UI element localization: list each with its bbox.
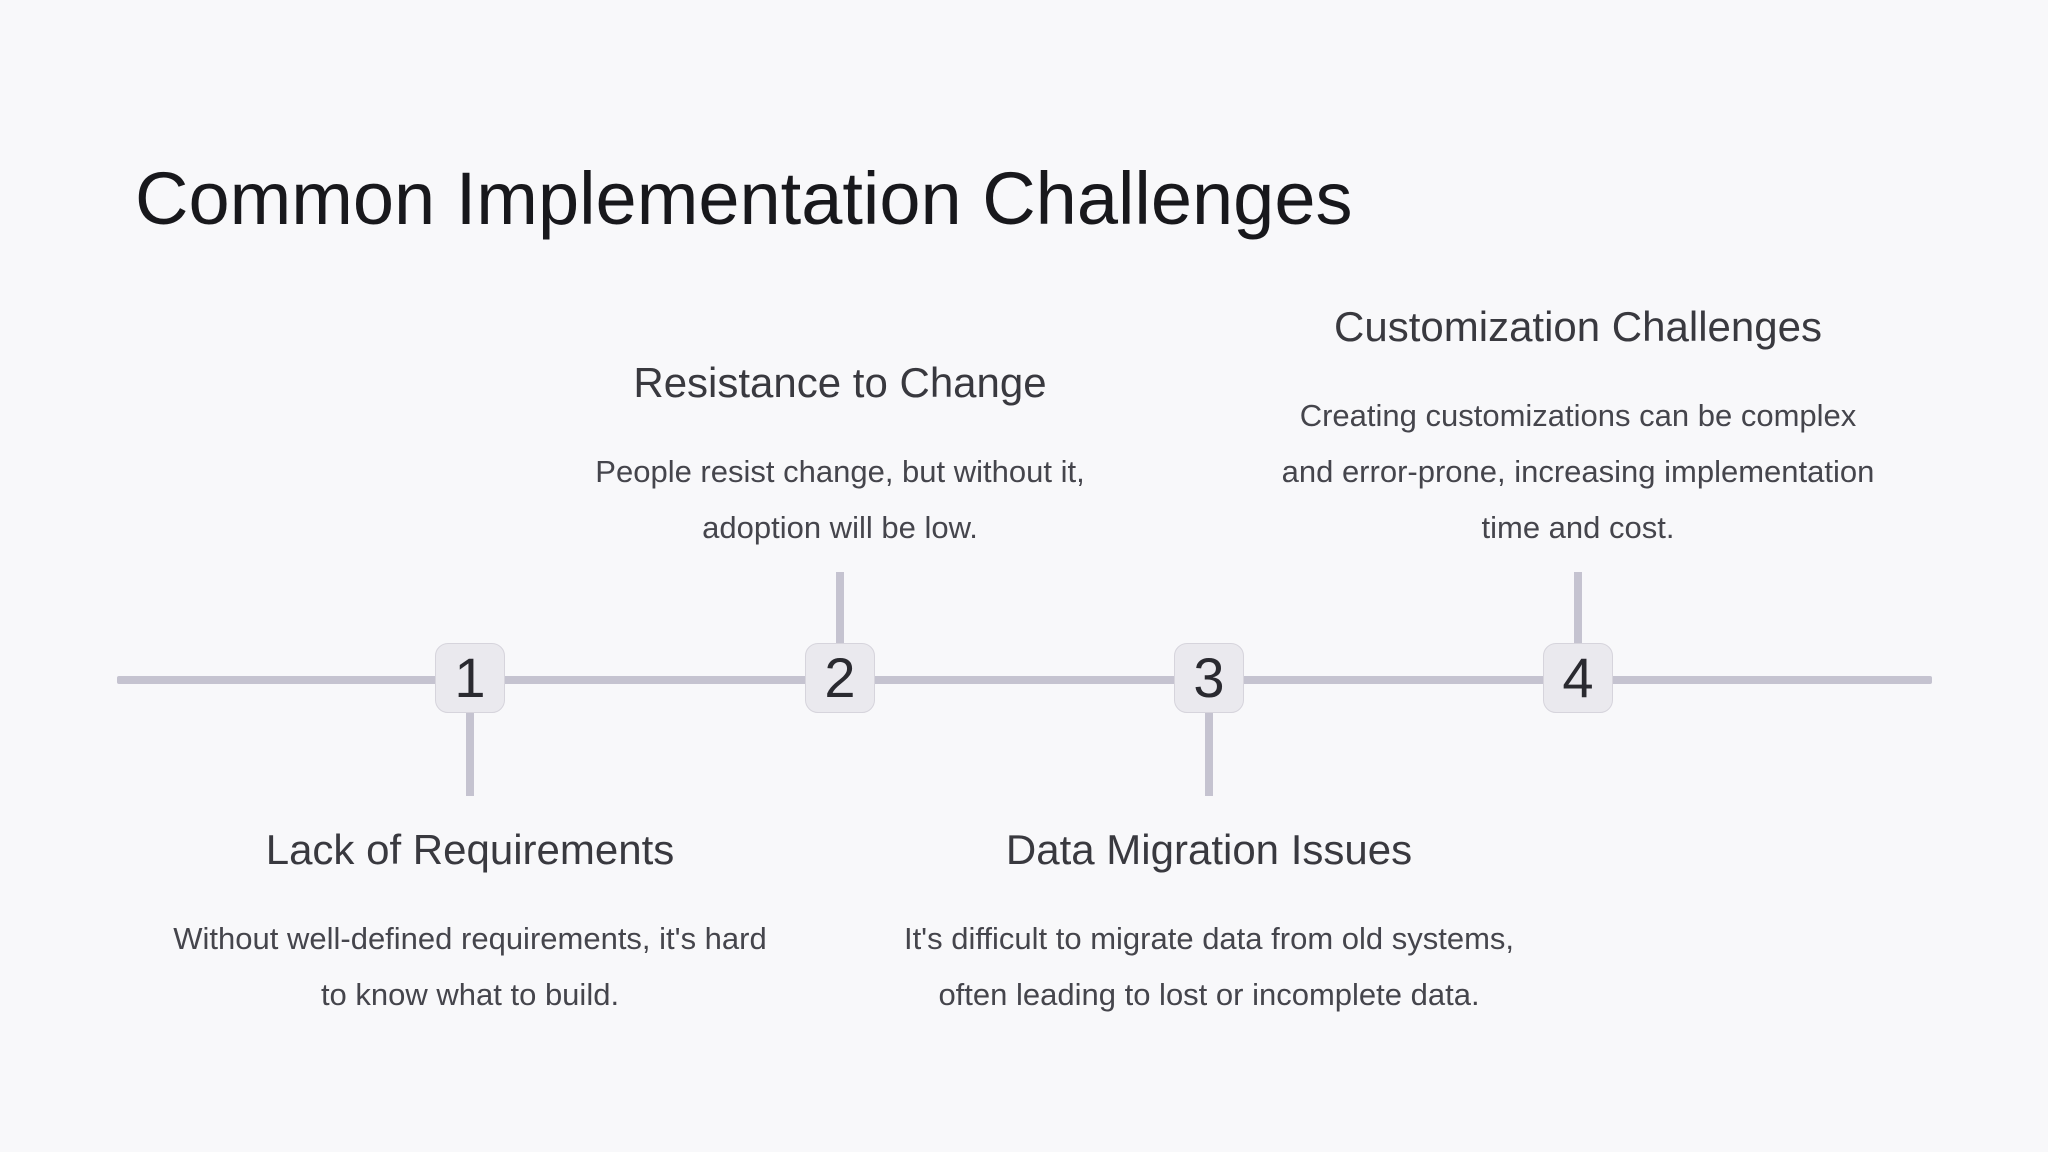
timeline-node-3: 3 (1174, 643, 1244, 713)
connector-item-3 (1205, 712, 1213, 796)
item-3-title: Data Migration Issues (1005, 826, 1413, 873)
timeline-node-2: 2 (805, 643, 875, 713)
item-1-body-line-2: to know what to build. (320, 977, 620, 1012)
node-number-1: 1 (454, 646, 486, 709)
timeline-node-4: 4 (1543, 643, 1613, 713)
connector-item-2 (836, 572, 844, 644)
item-4-body-line-3: time and cost. (1481, 510, 1675, 545)
timeline-item-3: Data Migration Issues It's difficult to … (869, 826, 1549, 1023)
page-title: Common Implementation Challenges (135, 157, 1353, 240)
item-4-body-line-1: Creating customizations can be complex (1299, 398, 1857, 433)
item-2-body-line-1: People resist change, but without it, (595, 454, 1085, 489)
node-number-2: 2 (824, 646, 856, 709)
timeline-item-2: Resistance to Change People resist chang… (500, 359, 1180, 556)
timeline-axis (117, 676, 1932, 684)
item-4-title: Customization Challenges (1334, 303, 1822, 350)
connector-item-1 (466, 712, 474, 796)
node-number-3: 3 (1193, 646, 1225, 709)
item-2-body-line-2: adoption will be low. (702, 510, 978, 545)
timeline-item-1: Lack of Requirements Without well-define… (130, 826, 810, 1023)
item-1-body-line-1: Without well-defined requirements, it's … (173, 921, 767, 956)
timeline-item-4: Customization Challenges Creating custom… (1238, 303, 1918, 556)
timeline-node-1: 1 (435, 643, 505, 713)
item-2-title: Resistance to Change (633, 359, 1047, 406)
connector-item-4 (1574, 572, 1582, 644)
item-3-body-line-2: often leading to lost or incomplete data… (938, 977, 1480, 1012)
node-number-4: 4 (1562, 646, 1594, 709)
item-4-body-line-2: and error-prone, increasing implementati… (1281, 454, 1875, 489)
item-3-body-line-1: It's difficult to migrate data from old … (903, 921, 1515, 956)
item-1-title: Lack of Requirements (265, 826, 675, 873)
